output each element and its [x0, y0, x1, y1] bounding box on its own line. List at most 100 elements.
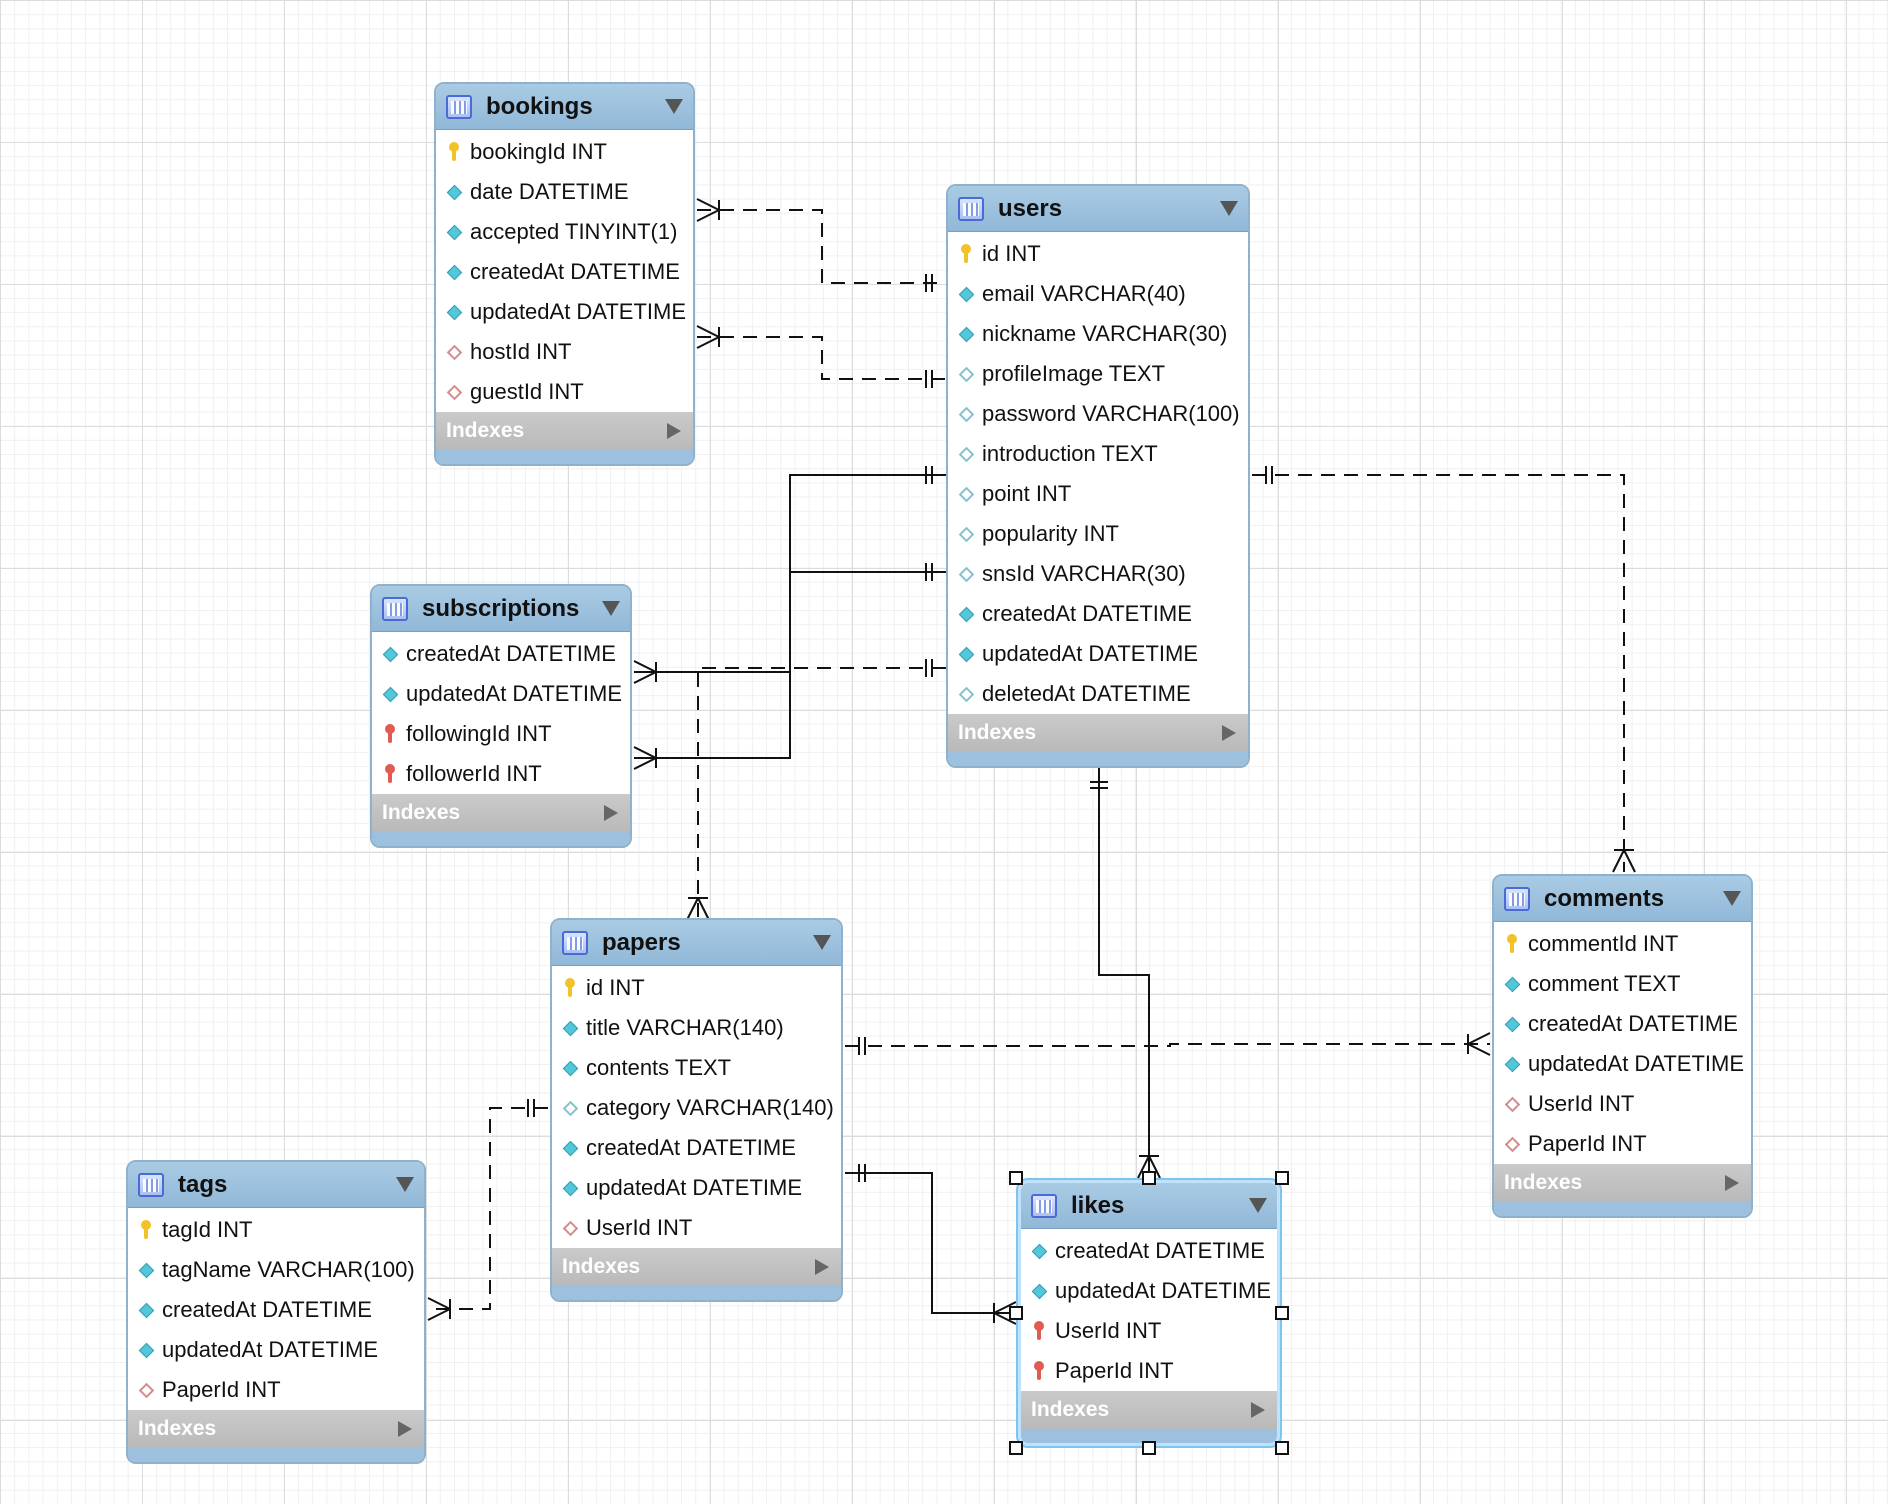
- column-row[interactable]: commentId INT: [1494, 924, 1751, 964]
- collapse-arrow-icon[interactable]: [1249, 1198, 1267, 1213]
- expand-arrow-icon[interactable]: [1222, 725, 1236, 741]
- column-row[interactable]: contents TEXT: [552, 1048, 841, 1088]
- column-row[interactable]: updatedAt DATETIME: [436, 292, 693, 332]
- column-row[interactable]: deletedAt DATETIME: [948, 674, 1248, 714]
- column-row[interactable]: nickname VARCHAR(30): [948, 314, 1248, 354]
- selection-handle[interactable]: [1275, 1171, 1289, 1185]
- column-row[interactable]: point INT: [948, 474, 1248, 514]
- column-row[interactable]: updatedAt DATETIME: [1021, 1271, 1277, 1311]
- column-row[interactable]: comment TEXT: [1494, 964, 1751, 1004]
- column-row[interactable]: PaperId INT: [1021, 1351, 1277, 1391]
- column-row[interactable]: createdAt DATETIME: [1494, 1004, 1751, 1044]
- selection-handle[interactable]: [1142, 1171, 1156, 1185]
- column-row[interactable]: followerId INT: [372, 754, 630, 794]
- column-row[interactable]: date DATETIME: [436, 172, 693, 212]
- selection-handle[interactable]: [1009, 1441, 1023, 1455]
- column-row[interactable]: updatedAt DATETIME: [128, 1330, 424, 1370]
- expand-arrow-icon[interactable]: [815, 1259, 829, 1275]
- column-row[interactable]: createdAt DATETIME: [1021, 1231, 1277, 1271]
- column-row[interactable]: PaperId INT: [1494, 1124, 1751, 1164]
- collapse-arrow-icon[interactable]: [665, 99, 683, 114]
- column-row[interactable]: guestId INT: [436, 372, 693, 412]
- column-row[interactable]: UserId INT: [552, 1208, 841, 1248]
- expand-arrow-icon[interactable]: [1251, 1402, 1265, 1418]
- column-row[interactable]: followingId INT: [372, 714, 630, 754]
- table-header[interactable]: bookings: [436, 84, 693, 130]
- indexes-section[interactable]: Indexes: [372, 794, 630, 832]
- column-row[interactable]: updatedAt DATETIME: [372, 674, 630, 714]
- table-header[interactable]: comments: [1494, 876, 1751, 922]
- indexes-section[interactable]: Indexes: [552, 1248, 841, 1286]
- column-row[interactable]: popularity INT: [948, 514, 1248, 554]
- relationship-line[interactable]: [427, 1099, 548, 1321]
- relationship-line[interactable]: [696, 325, 946, 388]
- indexes-section[interactable]: Indexes: [128, 1410, 424, 1448]
- selection-handle[interactable]: [1009, 1306, 1023, 1320]
- selection-handle[interactable]: [1275, 1441, 1289, 1455]
- column-row[interactable]: updatedAt DATETIME: [552, 1168, 841, 1208]
- table-header[interactable]: likes: [1021, 1183, 1277, 1229]
- relationship-line[interactable]: [845, 1032, 1491, 1056]
- expand-arrow-icon[interactable]: [667, 423, 681, 439]
- column-row[interactable]: createdAt DATETIME: [436, 252, 693, 292]
- column-row[interactable]: email VARCHAR(40): [948, 274, 1248, 314]
- relationship-line[interactable]: [1252, 466, 1636, 873]
- indexes-section[interactable]: Indexes: [948, 714, 1248, 752]
- selection-handle[interactable]: [1275, 1306, 1289, 1320]
- diamond-icon: [138, 1302, 154, 1318]
- table-header[interactable]: users: [948, 186, 1248, 232]
- indexes-section[interactable]: Indexes: [1494, 1164, 1751, 1202]
- column-row[interactable]: snsId VARCHAR(30): [948, 554, 1248, 594]
- collapse-arrow-icon[interactable]: [396, 1177, 414, 1192]
- column-row[interactable]: hostId INT: [436, 332, 693, 372]
- column-row[interactable]: introduction TEXT: [948, 434, 1248, 474]
- expand-arrow-icon[interactable]: [604, 805, 618, 821]
- column-row[interactable]: createdAt DATETIME: [128, 1290, 424, 1330]
- collapse-arrow-icon[interactable]: [602, 601, 620, 616]
- column-row[interactable]: createdAt DATETIME: [372, 634, 630, 674]
- column-row[interactable]: createdAt DATETIME: [948, 594, 1248, 634]
- relationship-line[interactable]: [845, 1164, 1017, 1325]
- column-row[interactable]: category VARCHAR(140): [552, 1088, 841, 1128]
- column-row[interactable]: updatedAt DATETIME: [1494, 1044, 1751, 1084]
- column-row[interactable]: UserId INT: [1021, 1311, 1277, 1351]
- column-row[interactable]: PaperId INT: [128, 1370, 424, 1410]
- nullable-column-icon: [958, 523, 974, 545]
- column-row[interactable]: UserId INT: [1494, 1084, 1751, 1124]
- primary-key-icon: [562, 977, 578, 999]
- relationship-line[interactable]: [696, 198, 946, 292]
- column-row[interactable]: profileImage TEXT: [948, 354, 1248, 394]
- column-row[interactable]: bookingId INT: [436, 132, 693, 172]
- column-row[interactable]: tagName VARCHAR(100): [128, 1250, 424, 1290]
- table-header[interactable]: papers: [552, 920, 841, 966]
- column-row[interactable]: id INT: [552, 968, 841, 1008]
- column-row[interactable]: createdAt DATETIME: [552, 1128, 841, 1168]
- column-row[interactable]: id INT: [948, 234, 1248, 274]
- selection-handle[interactable]: [1142, 1441, 1156, 1455]
- table-header[interactable]: subscriptions: [372, 586, 630, 632]
- relationship-line[interactable]: [686, 659, 946, 921]
- indexes-section[interactable]: Indexes: [436, 412, 693, 450]
- column-row[interactable]: title VARCHAR(140): [552, 1008, 841, 1048]
- collapse-arrow-icon[interactable]: [1723, 891, 1741, 906]
- column-row[interactable]: password VARCHAR(100): [948, 394, 1248, 434]
- table-header[interactable]: tags: [128, 1162, 424, 1208]
- relationship-line[interactable]: [1090, 768, 1161, 1179]
- collapse-arrow-icon[interactable]: [1220, 201, 1238, 216]
- expand-arrow-icon[interactable]: [398, 1421, 412, 1437]
- expand-arrow-icon[interactable]: [1725, 1175, 1739, 1191]
- selection-handle[interactable]: [1009, 1171, 1023, 1185]
- column-row[interactable]: accepted TINYINT(1): [436, 212, 693, 252]
- column-row[interactable]: updatedAt DATETIME: [948, 634, 1248, 674]
- relationship-line[interactable]: [633, 563, 946, 684]
- indexes-section[interactable]: Indexes: [1021, 1391, 1277, 1429]
- collapse-arrow-icon[interactable]: [813, 935, 831, 950]
- column-row[interactable]: tagId INT: [128, 1210, 424, 1250]
